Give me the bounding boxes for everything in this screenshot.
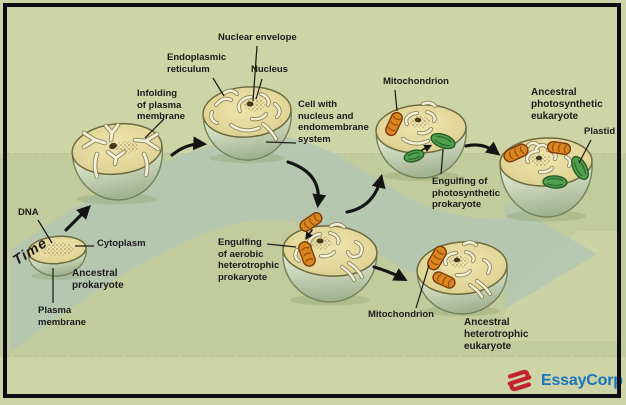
label-plasma-membrane: Plasma membrane (38, 305, 87, 328)
leader-lines (37, 45, 592, 309)
engulf-arrow-photo (421, 144, 433, 153)
label-engulfing-photosynthetic: Engulfing of photosynthetic prokaryote (432, 176, 501, 211)
label-dna: DNA (18, 207, 39, 218)
brand-name: EssayCorp (541, 371, 623, 389)
mitochondria (298, 111, 572, 289)
time-arrow-band (11, 135, 597, 352)
essaycorp-logo-icon (507, 369, 532, 392)
label-mitochondrion-bottom: Mitochondrion (368, 309, 434, 320)
plasma-membrane-infoldings (84, 125, 158, 177)
background-wedge (505, 231, 621, 341)
label-mitochondrion-top: Mitochondrion (383, 76, 449, 87)
label-ancestral-heterotrophic: Ancestral heterotrophic eukaryote (464, 317, 529, 352)
label-nuclear-envelope: Nuclear envelope (218, 32, 297, 43)
label-plastid: Plastid (584, 126, 616, 137)
plastids (403, 132, 589, 189)
engulf-arrow-aerobic (305, 229, 313, 240)
brand-watermark: EssayCorp (504, 365, 623, 396)
label-ancestral-photosynthetic: Ancestral photosynthetic eukaryote (531, 87, 603, 122)
nuclei (243, 98, 551, 268)
label-infolding: Infolding of plasma membrane (137, 88, 186, 123)
nucleoid-dna (41, 242, 73, 256)
stage-arrows (64, 136, 501, 281)
ancestral-prokaryote-cell (27, 235, 87, 277)
label-cytoplasm: Cytoplasm (97, 238, 146, 249)
label-endoplasmic-reticulum: Endoplasmic reticulum (167, 52, 227, 75)
label-engulfing-aerobic: Engulfing of aerobic heterotrophic proka… (218, 237, 280, 284)
label-nucleus: Nucleus (251, 64, 288, 75)
label-cell-with-nucleus: Cell with nucleus and endomembrane syste… (298, 99, 369, 146)
label-ancestral-prokaryote: Ancestral prokaryote (72, 268, 124, 291)
